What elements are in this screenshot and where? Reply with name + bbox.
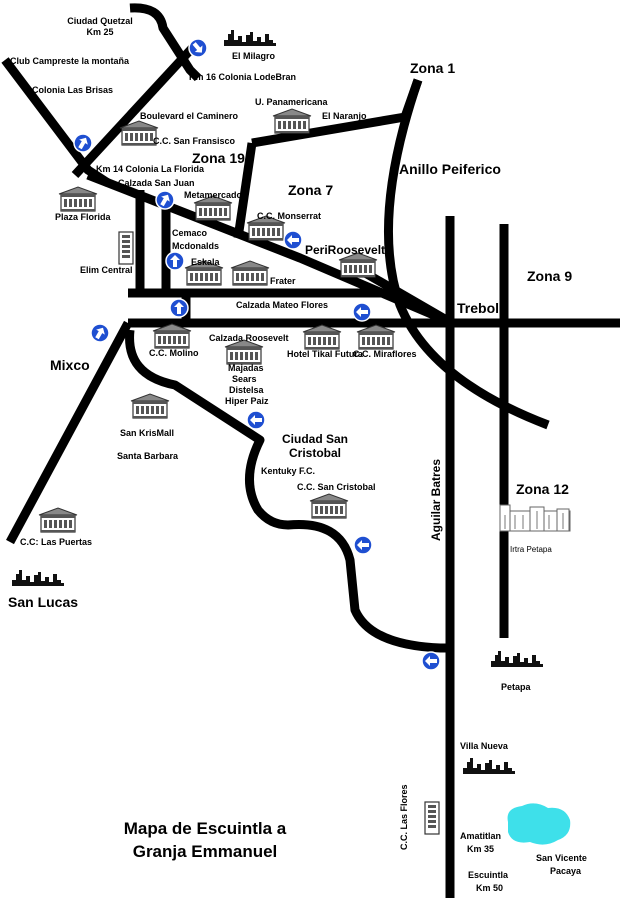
direction-arrow-icon bbox=[353, 535, 373, 555]
label-zona19: Zona 19 bbox=[192, 150, 245, 166]
label-cc-molino: C.C. Molino bbox=[149, 348, 199, 358]
label-cc-san-fransisco: C.C. San Fransisco bbox=[153, 136, 236, 146]
direction-arrow-icon bbox=[421, 651, 441, 671]
label-sears: Sears bbox=[232, 374, 257, 384]
label-zona12: Zona 12 bbox=[516, 481, 569, 497]
label-distelsa: Distelsa bbox=[229, 385, 265, 395]
label-metamercado: Metamercado bbox=[184, 190, 243, 200]
label-calzada-san-juan: Calzada San Juan bbox=[118, 178, 195, 188]
road-network bbox=[1, 3, 620, 898]
label-cc-monserrat: C.C. Monserrat bbox=[257, 211, 321, 221]
label-eskala: Eskala bbox=[191, 257, 221, 267]
lake-icon bbox=[507, 803, 571, 845]
building-icon bbox=[424, 801, 440, 835]
label-villa-nueva: Villa Nueva bbox=[460, 741, 509, 751]
label-cc-las-puertas: C.C: Las Puertas bbox=[20, 537, 92, 547]
label-el-milagro: El Milagro bbox=[232, 51, 276, 61]
label-san-krismall: San KrisMall bbox=[120, 428, 174, 438]
label-km25: Km 25 bbox=[86, 27, 113, 37]
building-icon bbox=[58, 186, 98, 212]
city-skyline-icon bbox=[12, 570, 64, 586]
label-colonia-brisas: Colonia Las Brisas bbox=[32, 85, 113, 95]
building-icon bbox=[230, 260, 270, 286]
label-hiper-paiz: Hiper Paiz bbox=[225, 396, 269, 406]
label-cc-miraflores: C.C. Miraflores bbox=[353, 349, 417, 359]
label-escuintla: Escuintla bbox=[468, 870, 509, 880]
city-skyline-icon bbox=[491, 651, 543, 667]
building-icon bbox=[356, 324, 396, 350]
map-title-line1: Mapa de Escuintla a bbox=[124, 819, 287, 838]
label-boulevard-caminero: Boulevard el Caminero bbox=[140, 111, 239, 121]
label-zona1: Zona 1 bbox=[410, 60, 455, 76]
building-icon bbox=[152, 323, 192, 349]
label-santa-barbara: Santa Barbara bbox=[117, 451, 179, 461]
label-kentuky: Kentuky F.C. bbox=[261, 466, 315, 476]
map-title-line2: Granja Emmanuel bbox=[133, 842, 278, 861]
building-icon bbox=[38, 507, 78, 533]
label-cemaco: Cemaco bbox=[172, 228, 208, 238]
label-san-lucas: San Lucas bbox=[8, 594, 78, 610]
label-km14: Km 14 Colonia La Florida bbox=[96, 164, 205, 174]
map-labels: Ciudad Quetzal Km 25 El Milagro Club Cam… bbox=[8, 16, 587, 893]
label-pacaya: Pacaya bbox=[550, 866, 582, 876]
label-zona9: Zona 9 bbox=[527, 268, 572, 284]
label-km50: Km 50 bbox=[476, 883, 503, 893]
label-km16: Km 16 Colonia LodeBran bbox=[189, 72, 296, 82]
label-el-naranjo: El Naranjo bbox=[322, 111, 367, 121]
label-aguilar-batres: Aguilar Batres bbox=[429, 459, 443, 541]
building-icon bbox=[130, 393, 170, 419]
label-plaza-florida: Plaza Florida bbox=[55, 212, 112, 222]
label-hotel-tikal: Hotel Tikal Futura bbox=[287, 349, 364, 359]
building-icon bbox=[272, 108, 312, 134]
building-icon bbox=[302, 324, 342, 350]
label-trebol: Trebol bbox=[457, 300, 499, 316]
label-calzada-mateo: Calzada Mateo Flores bbox=[236, 300, 328, 310]
city-skyline-icon bbox=[224, 30, 276, 46]
label-petapa: Petapa bbox=[501, 682, 532, 692]
label-ciudad-san-cristobal-line1: Ciudad San bbox=[282, 432, 348, 446]
city-skyline-icon bbox=[463, 758, 515, 774]
label-cc-las-flores: C.C. Las Flores bbox=[399, 784, 409, 850]
label-ciudad-san-cristobal-line2: Cristobal bbox=[289, 446, 341, 460]
label-u-panamericana: U. Panamericana bbox=[255, 97, 329, 107]
label-cc-san-cristobal: C.C. San Cristobal bbox=[297, 482, 376, 492]
label-amatitlan: Amatitlan bbox=[460, 831, 501, 841]
label-km35: Km 35 bbox=[467, 844, 494, 854]
direction-arrow-icon bbox=[283, 230, 303, 250]
building-icon bbox=[118, 231, 134, 265]
label-mixco: Mixco bbox=[50, 357, 90, 373]
label-anillo: Anillo Peiferico bbox=[399, 161, 501, 177]
irtra-building-icon bbox=[499, 504, 571, 532]
label-san-vicente: San Vicente bbox=[536, 853, 587, 863]
building-icon bbox=[224, 339, 264, 365]
building-icon bbox=[309, 493, 349, 519]
direction-arrow-icon bbox=[86, 319, 114, 347]
direction-arrow-icon bbox=[165, 251, 185, 271]
label-zona7: Zona 7 bbox=[288, 182, 333, 198]
direction-arrow-icon bbox=[246, 410, 266, 430]
label-ciudad-quetzal: Ciudad Quetzal bbox=[67, 16, 133, 26]
label-majadas: Majadas bbox=[228, 363, 264, 373]
label-frater: Frater bbox=[270, 276, 296, 286]
label-peri-roosevelt: PeriRoosevelt bbox=[305, 243, 385, 257]
label-calzada-roosevelt: Calzada Roosevelt bbox=[209, 333, 289, 343]
label-mcdonalds: Mcdonalds bbox=[172, 241, 219, 251]
direction-arrow-icon bbox=[352, 302, 372, 322]
direction-arrow-icon bbox=[169, 298, 189, 318]
label-club-campreste: Club Campreste la montaña bbox=[10, 56, 130, 66]
label-elim-central: Elim Central bbox=[80, 265, 133, 275]
label-irtra-petapa: Irtra Petapa bbox=[510, 545, 552, 554]
